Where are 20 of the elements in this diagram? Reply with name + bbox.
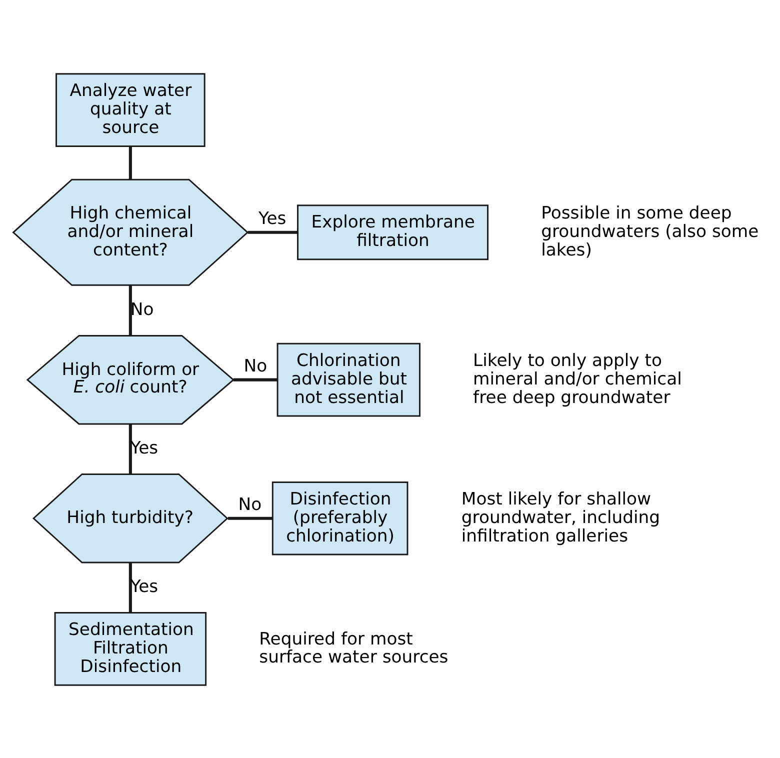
edge-label: Yes	[258, 208, 286, 229]
connector	[128, 424, 132, 474]
node-label: Required for most surface water sources	[259, 628, 448, 668]
node-label: Most likely for shallow groundwater, including infiltration galleries	[461, 489, 660, 546]
node-box: Explore membrane filtration	[297, 204, 489, 260]
connector	[128, 562, 132, 612]
connector	[128, 146, 132, 179]
edge-label: No	[130, 300, 154, 320]
connector	[233, 378, 278, 381]
node-box: Disinfection (preferably chlorination)	[272, 480, 408, 555]
edge-label: No	[244, 356, 268, 376]
node-box: Analyze water quality at source	[56, 72, 206, 146]
edge-label: No	[238, 494, 262, 515]
connector	[248, 230, 298, 234]
node-box: Sedimentation Filtration Disinfection	[54, 612, 207, 686]
node-box: Chlorination advisable but not essential	[276, 342, 420, 416]
node-label: Possible in some deep groundwaters (also some lakes)	[541, 203, 759, 260]
connector	[228, 516, 272, 520]
connector	[128, 285, 132, 336]
node-label: Likely to only apply to mineral and/or chemical free deep groundwater	[473, 350, 682, 408]
